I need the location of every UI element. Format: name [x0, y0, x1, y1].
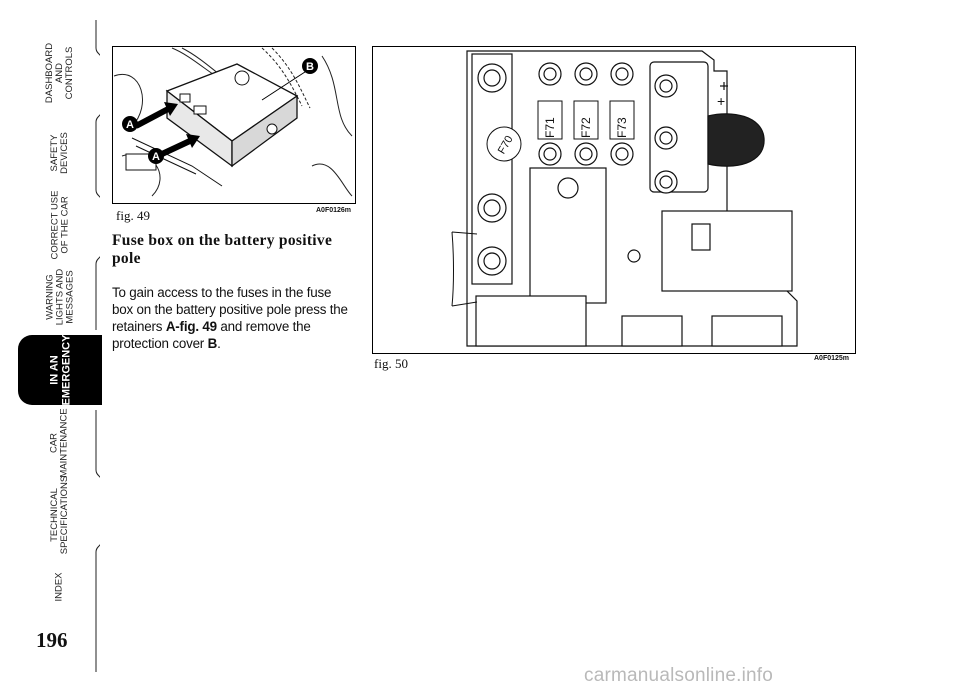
page-number: 196 — [36, 628, 68, 652]
svg-text:A: A — [152, 151, 160, 163]
svg-text:A: A — [126, 119, 134, 131]
figure-50-illustration: + F71 F72 F73 F70 — [372, 46, 856, 354]
figure-49-illustration: A A B — [112, 46, 356, 204]
fuse-f70 — [486, 126, 522, 162]
figure-49-label: fig. 49 — [116, 208, 150, 223]
figure-50-code: A0F0125m — [814, 355, 850, 362]
fuses: F71 F72 F73 F70 — [486, 100, 635, 162]
callout-b: B — [261, 58, 318, 101]
bolt-terminals — [477, 62, 678, 276]
tab-divider-line — [95, 20, 100, 672]
battery-terminal: + — [707, 82, 765, 167]
instruction-text: To gain access to the fuses in the fuse … — [112, 285, 348, 351]
tab-in-an-emergency[interactable]: IN AN EMERGENCY — [18, 335, 102, 405]
arrow-callout-a-1: A — [122, 102, 178, 132]
cable-outline — [451, 231, 478, 307]
tab-car-maintenance[interactable]: CAR MAINTENANCE — [49, 408, 70, 478]
tab-warning-lights[interactable]: WARNING LIGHTS AND MESSAGES — [44, 268, 75, 326]
svg-text:F72: F72 — [579, 117, 593, 138]
svg-text:+: + — [717, 93, 725, 109]
active-tab-background — [18, 335, 102, 405]
chapter-tabs: DASHBOARD AND CONTROLS SAFETY DEVICES CO… — [0, 0, 102, 692]
arrow-callout-a-2: A — [148, 134, 200, 164]
svg-text:F71: F71 — [543, 117, 557, 138]
figure-reference: A-fig. 49 — [165, 319, 217, 334]
section-heading: Fuse box on the battery positive pole — [112, 232, 333, 267]
tab-safety-devices[interactable]: SAFETY DEVICES — [49, 132, 70, 174]
watermark: carmanualsonline.info — [584, 665, 774, 686]
fuse-f73 — [609, 100, 635, 140]
tab-index[interactable]: INDEX — [53, 572, 65, 602]
svg-text:F73: F73 — [615, 117, 629, 138]
figure-50-label: fig. 50 — [374, 356, 408, 371]
battery-cover — [125, 63, 299, 187]
tab-technical-specifications[interactable]: TECHNICAL SPECIFICATIONS — [48, 475, 70, 555]
tab-correct-use[interactable]: CORRECT USE OF THE CAR — [48, 190, 70, 260]
svg-text:B: B — [306, 61, 314, 73]
fuse-f72 — [573, 100, 599, 140]
figure-49-code: A0F0126m — [316, 207, 352, 214]
fuse-f71 — [537, 100, 563, 140]
cover-reference: B — [207, 336, 218, 351]
tab-dashboard-and-controls[interactable]: DASHBOARD AND CONTROLS — [44, 42, 75, 104]
